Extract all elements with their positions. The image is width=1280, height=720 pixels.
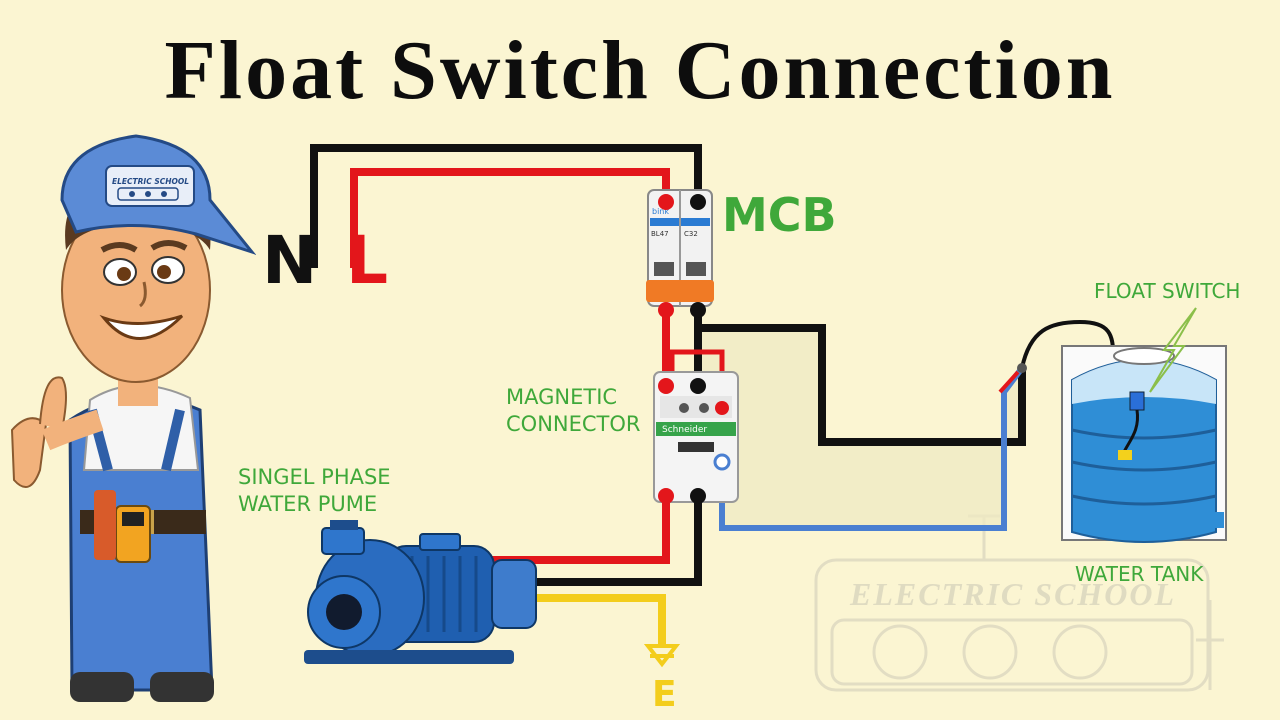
earth-arrow-icon bbox=[643, 644, 681, 668]
contactor-brand-text: Schneider bbox=[662, 425, 707, 435]
mcb-label: MCB bbox=[722, 188, 837, 242]
float-switch-icon bbox=[998, 307, 1197, 460]
electrician-mascot: ELECTRIC SCHOOL bbox=[10, 134, 257, 702]
float-switch-label: FLOAT SWITCH bbox=[1094, 279, 1241, 303]
neutral-wire-supply bbox=[310, 144, 702, 268]
live-wire-to-pump bbox=[486, 496, 670, 564]
neutral-wire-to-pump bbox=[486, 496, 702, 586]
contactor-icon: Schneider bbox=[653, 371, 739, 504]
water-pump-icon bbox=[304, 520, 537, 664]
magnetic-connector-label-line2: CONNECTOR bbox=[506, 412, 641, 436]
water-tank-label: WATER TANK bbox=[1075, 562, 1204, 586]
watermark-text: ELECTRIC SCHOOL bbox=[850, 576, 1177, 612]
live-wire-supply bbox=[350, 168, 670, 268]
page-title: Float Switch Connection bbox=[164, 24, 1116, 117]
float-return-wire bbox=[719, 366, 1025, 531]
magnetic-connector-label-line1: MAGNETIC bbox=[506, 385, 618, 409]
neutral-label: N bbox=[262, 222, 318, 299]
mcb-brand-text: bink bbox=[652, 207, 669, 216]
mcb-model-text: BL47 bbox=[651, 230, 669, 238]
socket-watermark-icon bbox=[814, 514, 1224, 692]
pump-label-line1: SINGEL PHASE bbox=[238, 465, 391, 489]
magnetic-connector-label: MAGNETIC CONNECTOR bbox=[506, 384, 641, 438]
live-label: L bbox=[346, 222, 389, 299]
earth-wire bbox=[486, 594, 666, 650]
earth-label: E bbox=[652, 674, 677, 715]
wire-area-shade bbox=[698, 328, 1022, 528]
pump-label-line2: WATER PUME bbox=[238, 492, 378, 516]
pump-label: SINGEL PHASE WATER PUME bbox=[238, 464, 391, 518]
cap-text: ELECTRIC SCHOOL bbox=[112, 177, 189, 186]
water-tank-icon bbox=[1061, 345, 1227, 543]
mcb-breaker-icon: bink BL47 C32 bbox=[646, 189, 714, 318]
mcb-rating-text: C32 bbox=[684, 230, 698, 238]
